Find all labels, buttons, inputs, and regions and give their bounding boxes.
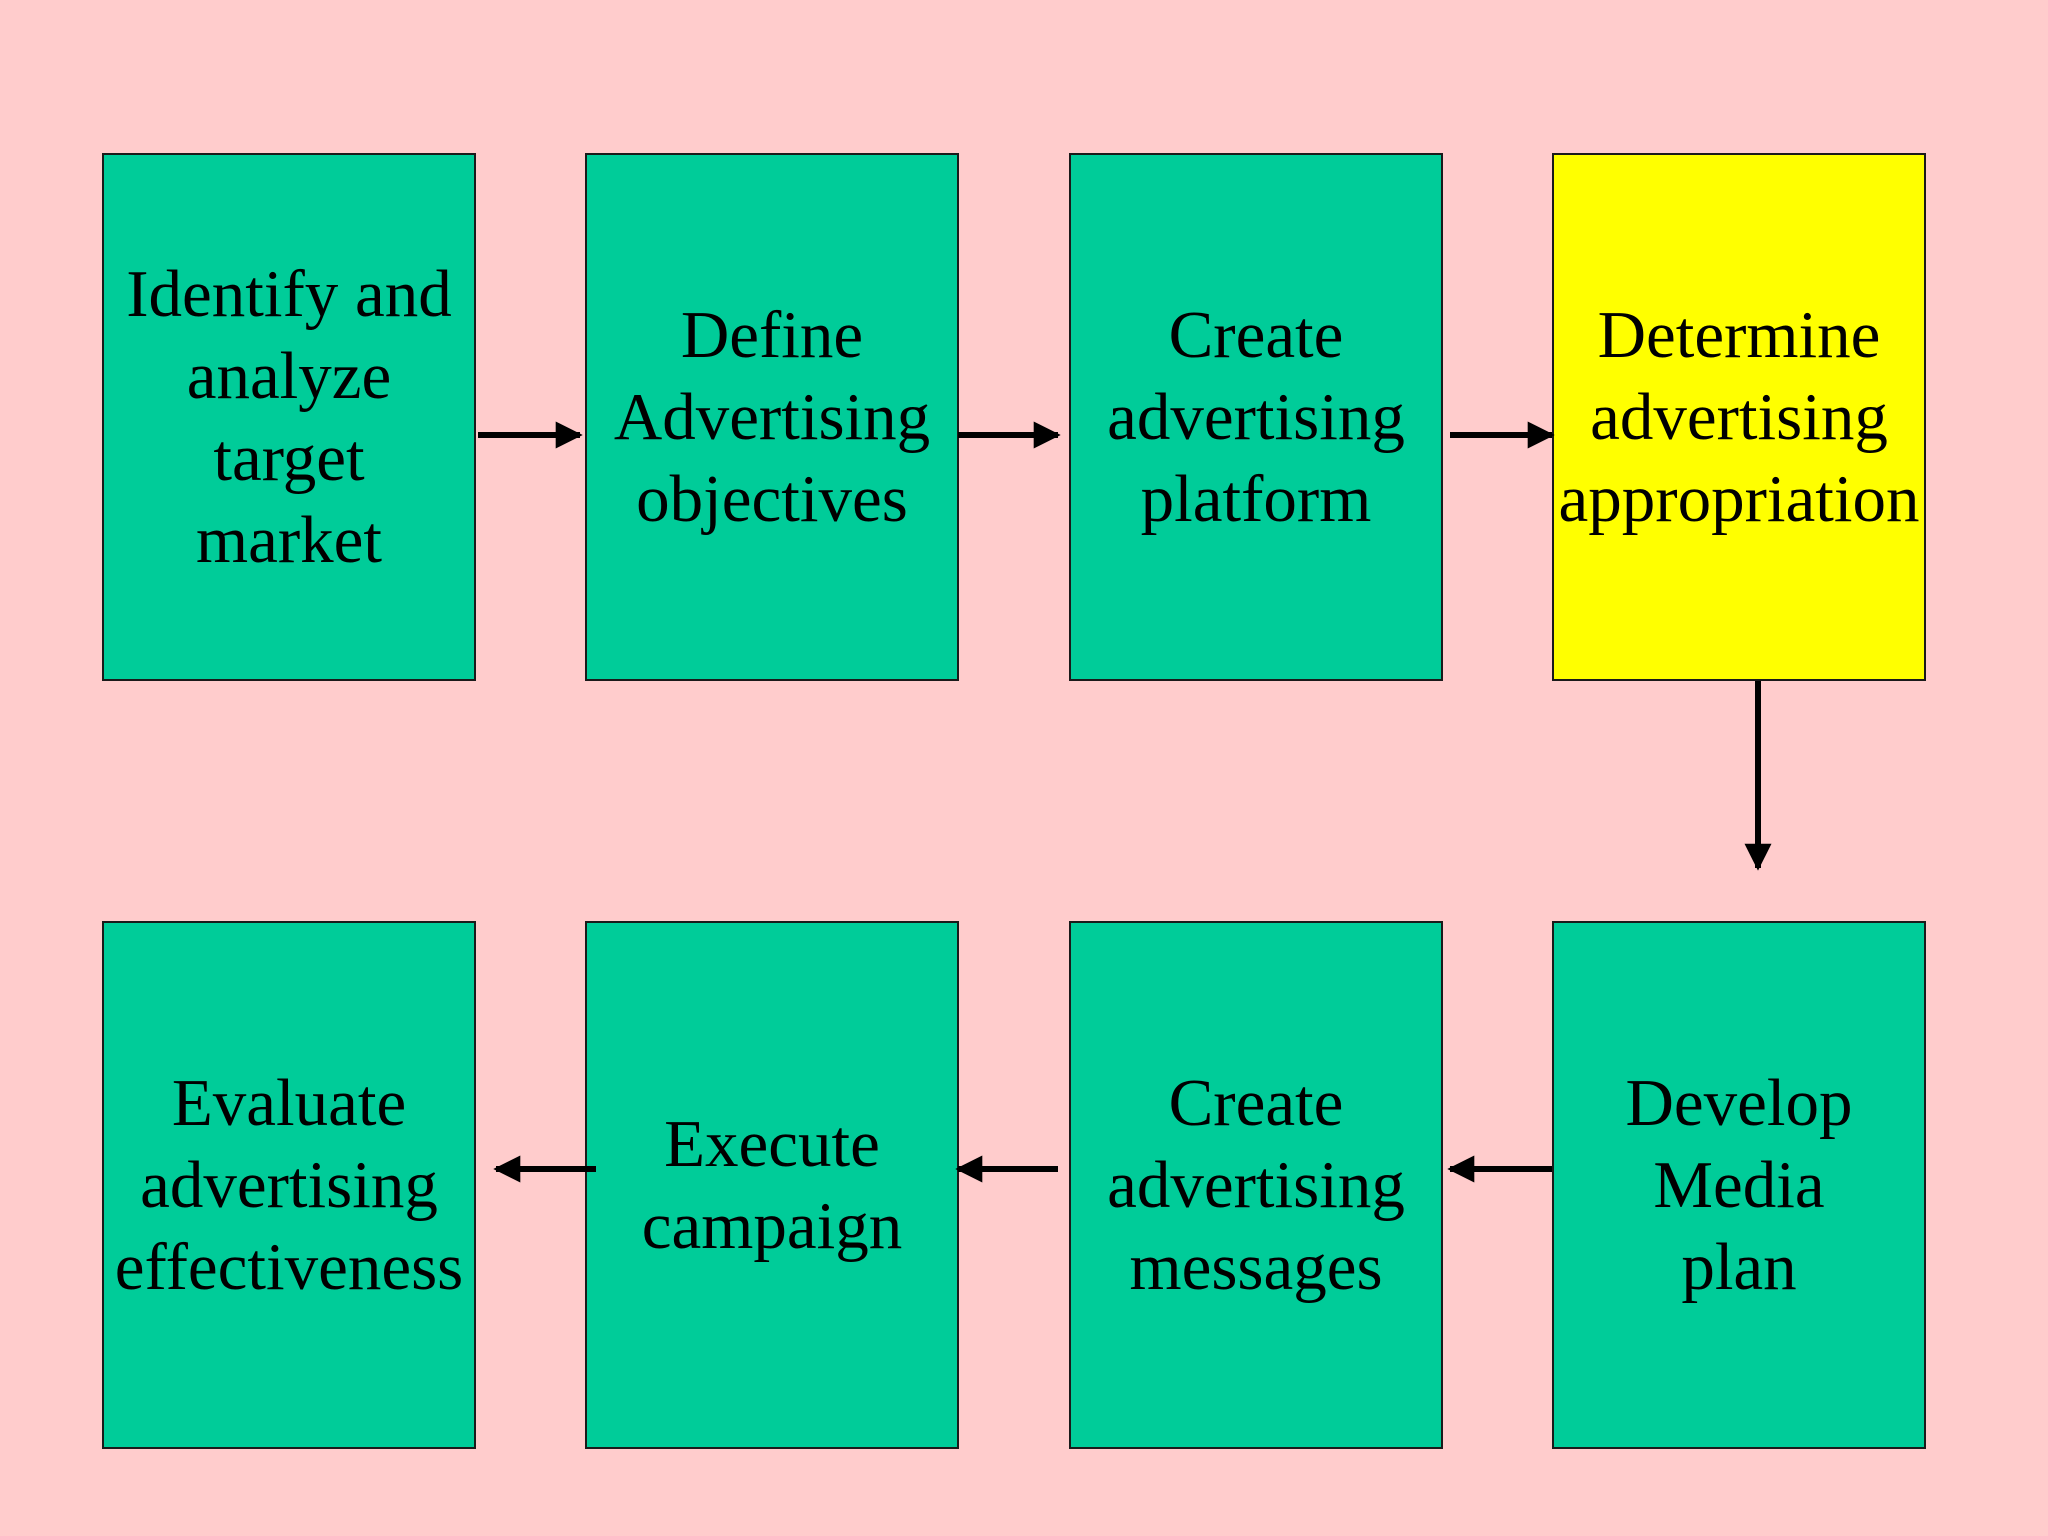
step-execute-campaign: Executecampaign xyxy=(585,921,959,1449)
step-label: Determineadvertisingappropriation xyxy=(1558,298,1920,536)
step-label: Createadvertisingplatform xyxy=(1107,298,1405,536)
step-label: DefineAdvertisingobjectives xyxy=(613,298,931,536)
step-label: Evaluateadvertisingeffectiveness xyxy=(114,1066,464,1304)
step-create-messages: Createadvertisingmessages xyxy=(1069,921,1443,1449)
step-identify-target-market: Identify andanalyzetargetmarket xyxy=(102,153,476,681)
step-create-platform: Createadvertisingplatform xyxy=(1069,153,1443,681)
step-label: DevelopMediaplan xyxy=(1625,1066,1853,1304)
step-determine-appropriation: Determineadvertisingappropriation xyxy=(1552,153,1926,681)
step-evaluate-effectiveness: Evaluateadvertisingeffectiveness xyxy=(102,921,476,1449)
step-develop-media-plan: DevelopMediaplan xyxy=(1552,921,1926,1449)
step-label: Createadvertisingmessages xyxy=(1107,1066,1405,1304)
step-define-objectives: DefineAdvertisingobjectives xyxy=(585,153,959,681)
step-label: Identify andanalyzetargetmarket xyxy=(126,257,452,577)
step-label: Executecampaign xyxy=(641,1107,903,1263)
